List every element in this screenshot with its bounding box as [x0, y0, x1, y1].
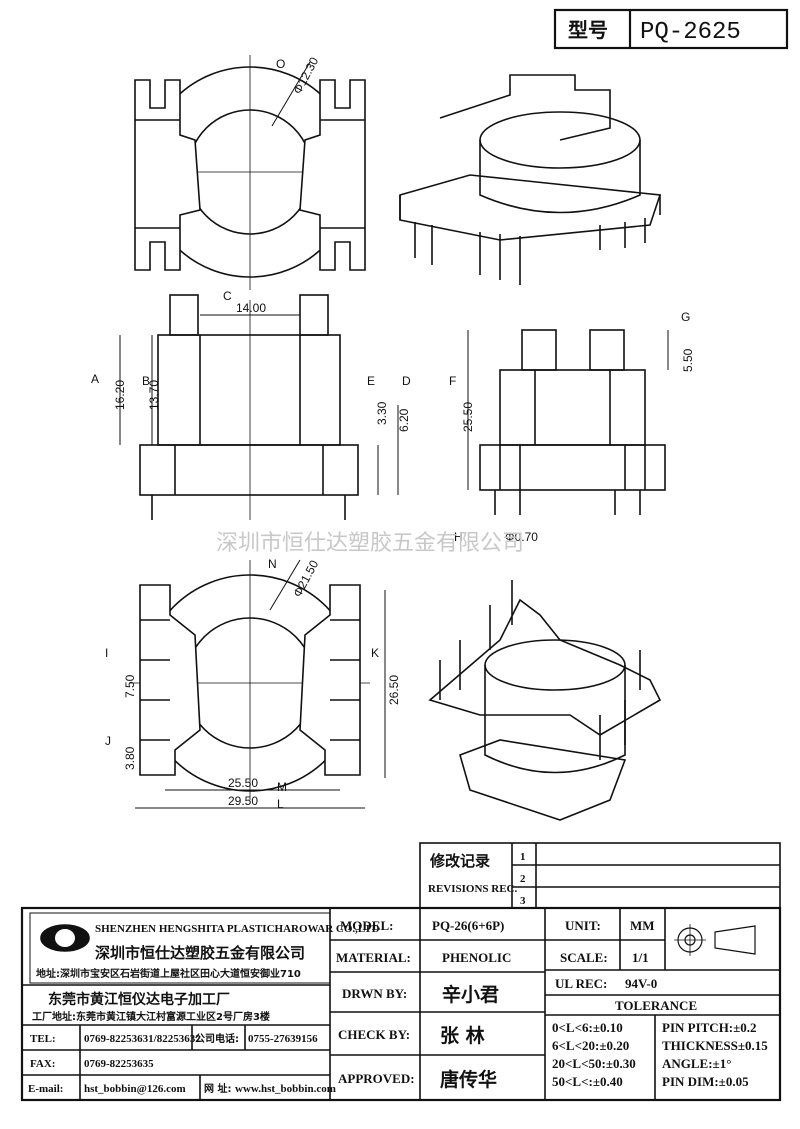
dim-j-value: 3.80: [123, 746, 137, 770]
front-view: [119, 294, 399, 520]
scale-label: SCALE:: [560, 950, 608, 965]
factory-address: 工厂地址:东莞市黄江镇大江村富源工业区2号厂房3楼: [32, 1010, 270, 1023]
web-value: www.hst_bobbin.com: [235, 1083, 336, 1095]
unit-value: MM: [630, 918, 655, 933]
material-label: MATERIAL:: [336, 950, 411, 965]
factory-name: 东莞市黄江恒仪达电子加工厂: [48, 991, 230, 1008]
drawn-label: DRWN BY:: [342, 986, 407, 1001]
dim-f-height: 25.50: [461, 402, 475, 432]
email-value: hst_bobbin@126.com: [84, 1083, 186, 1095]
isometric-view-top: [399, 74, 662, 285]
company-logo-icon: [40, 924, 90, 952]
tol-right-4: PIN DIM:±0.05: [662, 1074, 749, 1089]
callout-k: K: [371, 646, 379, 660]
tol-left-2: 6<L<20:±0.20: [552, 1038, 629, 1053]
company-phone-label: 公司电话:: [195, 1032, 239, 1045]
model-code: PQ-2625: [640, 19, 741, 46]
model-value: PQ-26(6+6P): [432, 918, 504, 933]
check-value: 张 林: [440, 1024, 485, 1047]
model-label: MODEL:: [340, 918, 393, 933]
isometric-view-bottom: [428, 580, 662, 821]
revision-row-1: 1: [520, 851, 526, 863]
tol-right-2: THICKNESS±0.15: [662, 1038, 768, 1053]
title-block: [20, 906, 782, 1102]
header-box: [553, 8, 789, 50]
scale-value: 1/1: [632, 950, 649, 965]
callout-g: G: [681, 310, 690, 324]
bottom-view: [130, 559, 386, 809]
callout-m: M: [277, 780, 287, 794]
callout-o: O: [276, 57, 285, 71]
company-phone-value: 0755-27639156: [248, 1033, 318, 1045]
dim-pin-dia: Φ0.70: [505, 530, 538, 544]
email-label: E-mail:: [28, 1083, 63, 1095]
revision-row-2: 2: [520, 873, 526, 885]
dim-a-height: 16.20: [113, 380, 127, 410]
tol-right-1: PIN PITCH:±0.2: [662, 1020, 757, 1035]
web-label: 网 址:: [204, 1082, 231, 1095]
tol-left-4: 50<L<:±0.40: [552, 1074, 623, 1089]
dim-l-width: 29.50: [228, 794, 258, 808]
tol-right-3: ANGLE:±1°: [662, 1056, 731, 1071]
dim-c-width: 14.00: [236, 301, 266, 315]
dim-k-height: 26.50: [387, 675, 401, 705]
callout-i: I: [105, 646, 108, 660]
drawn-value: 辛小君: [442, 983, 499, 1006]
revisions-title-cn: 修改记录: [429, 852, 490, 870]
dim-d-value: 6.20: [397, 408, 411, 432]
approved-value: 唐传华: [440, 1068, 497, 1091]
dim-n-dia: Φ21.50: [290, 558, 321, 600]
dim-b-height: 13.70: [147, 380, 161, 410]
fax-value: 0769-82253635: [84, 1058, 154, 1070]
company-name-en: SHENZHEN HENGSHITA PLASTICHAROWAR CO.,LT…: [95, 923, 380, 935]
dim-g-value: 5.50: [681, 348, 695, 372]
callout-l: L: [277, 797, 284, 811]
company-address: 地址:深圳市宝安区石岩街道上屋社区田心大道恒安御业710: [36, 967, 301, 980]
callout-d: D: [402, 374, 411, 388]
tol-left-3: 20<L<50:±0.30: [552, 1056, 636, 1071]
check-label: CHECK BY:: [338, 1027, 410, 1042]
side-view: [467, 329, 669, 515]
callout-e: E: [367, 374, 375, 388]
callout-a: A: [91, 372, 99, 386]
callout-n: N: [268, 557, 277, 571]
tel-label: TEL:: [30, 1033, 56, 1045]
watermark: 深圳市恒仕达塑胶五金有限公司: [216, 531, 524, 556]
top-view: [134, 55, 366, 290]
callout-j: J: [105, 734, 111, 748]
company-name-cn: 深圳市恒仕达塑胶五金有限公司: [95, 944, 305, 962]
callout-f: F: [449, 374, 456, 388]
approved-label: APPROVED:: [338, 1071, 415, 1086]
callout-c: C: [223, 289, 232, 303]
unit-label: UNIT:: [565, 918, 601, 933]
ul-value: 94V-0: [625, 976, 657, 991]
callout-b: B: [142, 374, 150, 388]
tel-value: 0769-82253631/82253632: [84, 1033, 201, 1045]
tol-left-1: 0<L<6:±0.10: [552, 1020, 623, 1035]
ul-label: UL REC:: [555, 976, 607, 991]
dim-i-value: 7.50: [123, 674, 137, 698]
callout-h: H: [454, 530, 463, 544]
material-value: PHENOLIC: [442, 950, 511, 965]
dim-e-value: 3.30: [375, 401, 389, 425]
revision-row-3: 3: [520, 895, 526, 907]
revisions-title-en: REVISIONS REC.: [428, 883, 517, 895]
projection-symbol-icon: [674, 924, 756, 956]
tolerance-title: TOLERANCE: [615, 998, 697, 1013]
fax-label: FAX:: [30, 1058, 55, 1070]
dim-m-width: 25.50: [228, 776, 258, 790]
type-label: 型号: [568, 18, 608, 42]
